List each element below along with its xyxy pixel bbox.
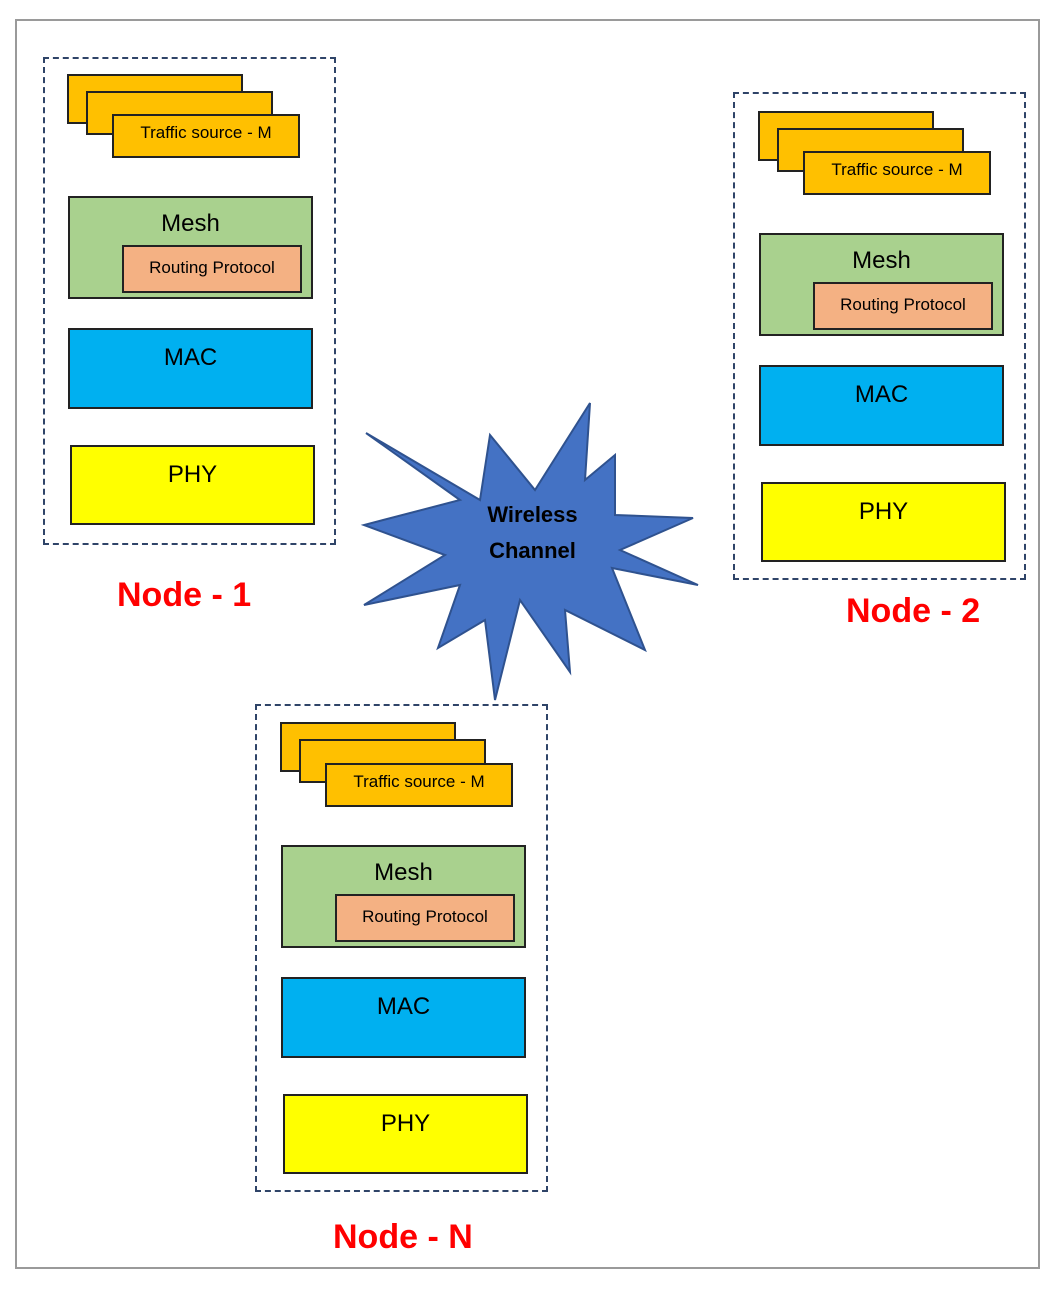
node-2-label: Node - 2 [846,592,981,630]
traffic-source-label: Traffic source - M [831,160,963,179]
routing-protocol-label: Routing Protocol [362,907,488,926]
mac-layer: MAC [759,365,1004,446]
phy-layer: PHY [70,445,315,525]
mesh-layer: Mesh Routing Protocol [68,196,313,299]
node-1-label: Node - 1 [117,576,252,614]
mesh-layer: Mesh Routing Protocol [759,233,1004,336]
mac-layer: MAC [281,977,526,1058]
wireless-channel-star-shape [360,402,699,701]
phy-layer: PHY [761,482,1006,562]
node-n-label: Node - N [333,1218,473,1256]
wireless-channel-line1: Wireless [487,502,578,527]
mesh-label: Mesh [852,247,911,274]
mac-label: MAC [163,344,218,371]
phy-label: PHY [380,1110,431,1137]
mac-layer: MAC [68,328,313,409]
mesh-label: Mesh [374,859,433,886]
wireless-channel-line2: Channel [489,538,576,563]
mesh-layer: Mesh Routing Protocol [281,845,526,948]
traffic-source-label: Traffic source - M [353,772,485,791]
routing-protocol-label: Routing Protocol [149,258,275,277]
node-2-container [733,92,1026,580]
mac-label: MAC [376,993,431,1020]
phy-label: PHY [858,498,909,525]
node-1-container [43,57,336,545]
traffic-source-label: Traffic source - M [140,123,272,142]
routing-protocol-label: Routing Protocol [840,295,966,314]
traffic-source-front: Traffic source - M [112,114,300,158]
node-n-container [255,704,548,1192]
routing-protocol-block: Routing Protocol [335,894,515,942]
diagram-frame [15,19,1040,1269]
mesh-label: Mesh [161,210,220,237]
routing-protocol-block: Routing Protocol [122,245,302,293]
phy-label: PHY [167,461,218,488]
traffic-source-front: Traffic source - M [803,151,991,195]
wireless-channel: Wireless Channel [360,400,705,705]
mac-label: MAC [854,381,909,408]
phy-layer: PHY [283,1094,528,1174]
routing-protocol-block: Routing Protocol [813,282,993,330]
traffic-source-front: Traffic source - M [325,763,513,807]
